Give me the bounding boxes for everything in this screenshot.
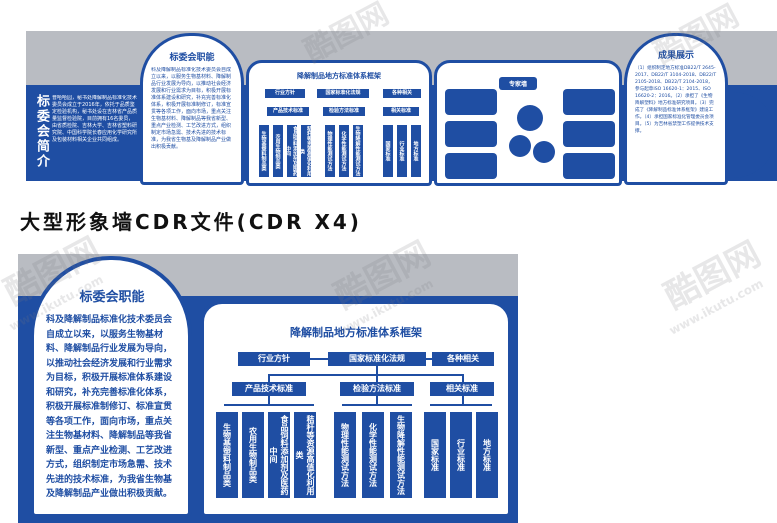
expert-card (563, 121, 615, 147)
top-experts-panel: 专家墙 (434, 60, 622, 186)
bottom-framework-title: 降解制品地方标准体系框架 (290, 326, 422, 339)
top-leaf: 地方标准 (411, 125, 421, 177)
row1-chip-national: 国家标准化法规 (328, 352, 426, 366)
top-intro-panel: 标委会职能 科及降解制品标准化技术委员会自成立以来，以服务生物基材料、降解制品行… (140, 33, 244, 185)
connector (224, 404, 314, 406)
bottom-duty-header: 标委会职能 (79, 290, 145, 305)
top-intro-text: 普哈哈园，秘书处降解制品标准化技术委员会成立于2016年，依托于品质鉴定检验机构… (52, 95, 138, 143)
row2-chip-product: 产品技术标准 (232, 382, 306, 396)
bottom-framework-panel: 降解制品地方标准体系框架 行业方针 国家标准化法规 各种相关 产品技术标准 检验… (200, 300, 512, 518)
top-duty-text: 科及降解制品标准化技术委员会自成立以来，以服务生物基材料、降解制品行业发展为导向… (151, 67, 232, 150)
top-row2-b: 检验方法标准 (323, 107, 365, 116)
top-row1-c: 各种相关 (383, 89, 421, 98)
expert-card (563, 153, 615, 179)
expert-hexagon-cluster (507, 97, 555, 177)
top-framework-title: 降解制品地方标准体系框架 (297, 72, 381, 80)
top-leaf: 生物基塑料制品类 (259, 125, 269, 177)
top-achievements-title: 成果展示 (657, 51, 694, 61)
top-achievements-text: （1）组织制定地方标准DB22/T 2645-2017、DB22/T 3104-… (635, 66, 717, 134)
top-row1-b: 国家标准化法规 (317, 89, 369, 98)
row2-chip-relevant: 相关标准 (430, 382, 494, 396)
leaf-agri-bio: 农用生物制品类 (242, 412, 264, 498)
leaf-bio-plastic: 生物基塑料制品类 (216, 412, 238, 498)
caption: 大型形象墙CDR文件(CDR X4) (20, 210, 362, 234)
leaf-biodegradation-test: 生物降解性能测试方法 (390, 412, 412, 498)
leaf-chemical-test: 化学性能测试方法 (362, 412, 384, 498)
connector (376, 366, 378, 376)
top-experts-title: 专家墙 (499, 71, 563, 90)
connector (376, 374, 378, 382)
row1-chip-related: 各种相关 (432, 352, 494, 366)
top-leaf: 生物降解性能测试方法 (353, 125, 363, 177)
leaf-physical-test: 物理性能测试方法 (334, 412, 356, 498)
top-row2-c: 相关标准 (383, 107, 419, 116)
top-achievements-panel: 成果展示 （1）组织制定地方标准DB22/T 2645-2017、DB22/T … (624, 33, 728, 185)
top-framework-panel: 降解制品地方标准体系框架 行业方针 国家标准化法规 各种相关 产品技术标准 检验… (246, 60, 432, 186)
connector (268, 396, 270, 406)
expert-card (445, 89, 497, 115)
connector (462, 396, 464, 406)
top-leaf: 行业标准 (397, 125, 407, 177)
connector (426, 358, 432, 360)
top-leaf: 秸秆等资源高值化利用类 (299, 125, 312, 177)
top-leaf: 化学性能测试方法 (339, 125, 349, 177)
connector (430, 404, 492, 406)
leaf-national-std: 国家标准 (424, 412, 446, 498)
leaf-straw: 秸秆等资源高值化利用类 (294, 412, 316, 498)
bottom-duty-text: 科及降解制品标准化技术委员会自成立以来，以服务生物基材料、降解制品行业发展为导向… (46, 315, 173, 499)
top-row2-a: 产品技术标准 (267, 107, 309, 116)
connector (376, 396, 378, 406)
expert-card (445, 153, 497, 179)
connector (268, 374, 270, 382)
connector (268, 374, 464, 376)
leaf-industry-std: 行业标准 (450, 412, 472, 498)
connector (310, 358, 328, 360)
expert-card (445, 121, 497, 147)
row2-chip-testing: 检验方法标准 (340, 382, 414, 396)
top-leaf: 国家标准 (383, 125, 393, 177)
top-leaf: 农用生物制品类 (273, 125, 283, 177)
connector (462, 374, 464, 382)
bottom-duty-panel: 标委会职能 科及降解制品标准化技术委员会自成立以来，以服务生物基材料、降解制品行… (30, 256, 192, 518)
top-leaf: 食品饲料添加剂及医药中间 (285, 125, 298, 177)
top-left-vertical-title: 标委会简介 (34, 94, 49, 169)
leaf-local-std: 地方标准 (476, 412, 498, 498)
top-leaf: 物理性能测试方法 (325, 125, 335, 177)
row1-chip-policy: 行业方针 (238, 352, 310, 366)
top-intro-header: 标委会职能 (169, 53, 215, 63)
top-row1-a: 行业方针 (265, 89, 305, 98)
leaf-food-feed: 食品饲料添加剂及医药中间 (268, 412, 290, 498)
expert-card (563, 89, 615, 115)
connector (342, 404, 412, 406)
